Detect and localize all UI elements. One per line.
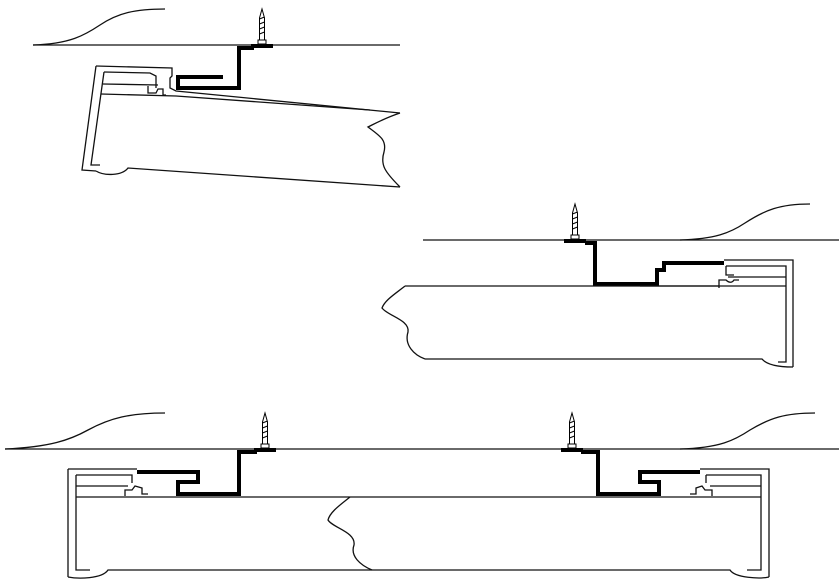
screw-icon [253,412,277,453]
mounting-bracket-right [581,450,700,496]
screw-icon [560,412,584,453]
view-2 [381,203,839,368]
surface-wave-right [679,412,816,450]
tilted-panel [81,65,401,188]
mounting-bracket [176,46,254,90]
surface-wave-left [4,412,166,450]
view-1 [32,8,401,188]
surface-wave [32,8,166,46]
mounting-bracket-left [137,450,257,496]
view-3 [4,412,839,579]
screw-icon [563,203,587,244]
surface-wave [679,203,811,241]
long-panel [67,468,770,579]
screw-icon [250,8,274,49]
mounting-bracket [585,241,724,286]
flat-panel [381,259,794,368]
